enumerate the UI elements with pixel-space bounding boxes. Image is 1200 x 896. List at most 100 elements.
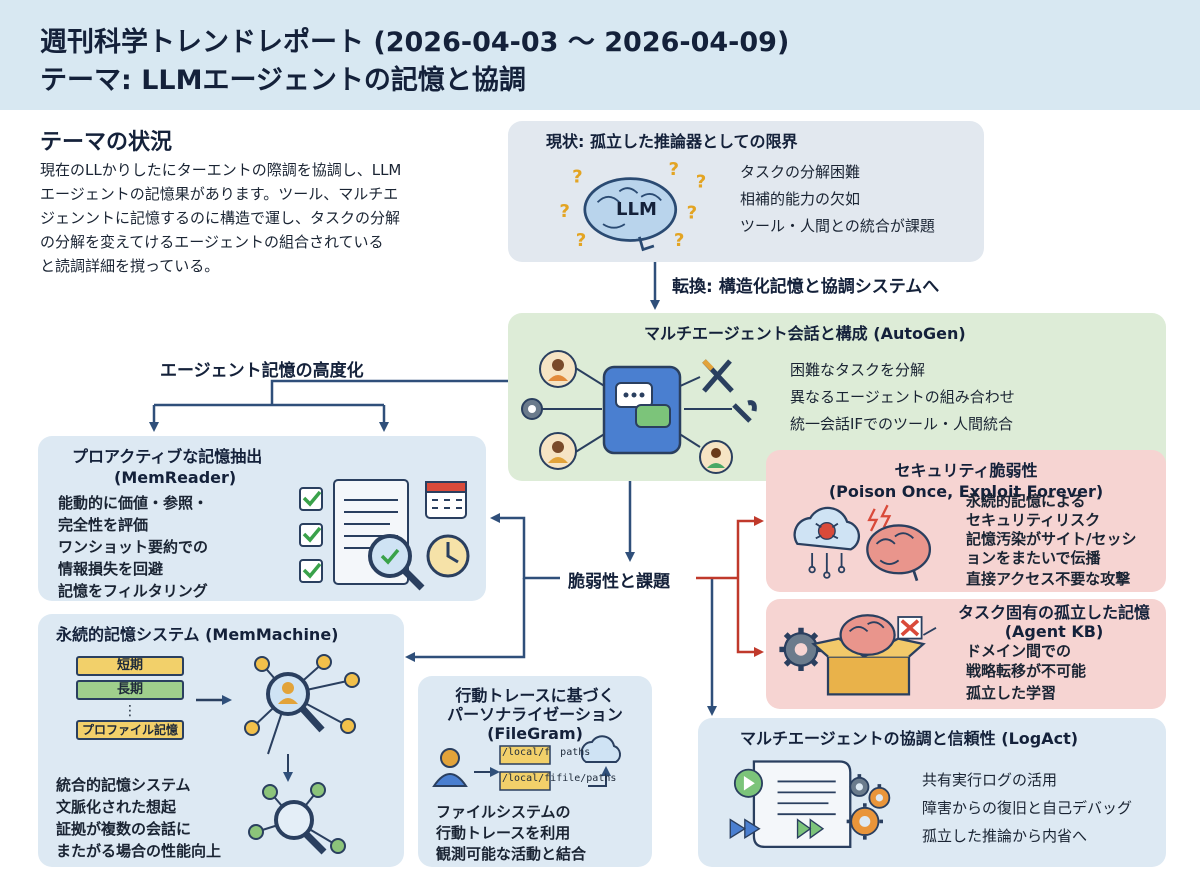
- stack-profile: プロファイル記憶: [76, 720, 184, 740]
- memory-stack: 短期 長期 ⋮ プロファイル記憶: [76, 656, 184, 740]
- stack-long-term: 長期: [76, 680, 184, 700]
- memreader-item: ワンショット要約での: [58, 538, 209, 556]
- agentkb-header: タスク固有の孤立した記憶 (Agent KB): [954, 603, 1154, 641]
- memmachine-item: 証拠が複数の会話に: [56, 820, 192, 838]
- stack-short-term: 短期: [76, 656, 184, 676]
- autogen-item: 困難なタスクを分解: [790, 361, 926, 379]
- filegram-item: 観測可能な活動と結合: [436, 845, 587, 863]
- brain-icon: ??? ????: [559, 159, 707, 252]
- security-list: 永続的記憶による セキュリティリスク 記憶汚染がサイト/セッシ ョンをまたいで伝…: [966, 492, 1136, 590]
- svg-text:?: ?: [576, 230, 587, 251]
- current-state-box: 現状: 孤立した推論器としての限界 ??? ???? LLM タスクの分解困難 …: [508, 121, 984, 262]
- intro-line: の分解を変えてけるエージェントの組合されている: [40, 233, 384, 251]
- intro-line: 現在のLLかりしたにターエントの際調を協調し、LLM: [40, 161, 402, 179]
- path-2-b: file/paths: [556, 773, 617, 784]
- security-item: セキュリティリスク: [966, 511, 1101, 529]
- document-checklist-icon: [299, 479, 470, 591]
- intro-title: テーマの状況: [40, 130, 173, 155]
- current-item: タスクの分解困難: [740, 163, 861, 181]
- memory-label: エージェント記憶の高度化: [160, 361, 364, 381]
- svg-text:?: ?: [572, 166, 583, 187]
- memmachine-item: 統合的記憶システム: [56, 776, 191, 794]
- svg-text:?: ?: [696, 172, 707, 193]
- memmachine-title: 永続的記憶システム (MemMachine): [56, 625, 339, 644]
- user-file-cloud-icon: [432, 735, 621, 791]
- agentkb-box: タスク固有の孤立した記憶 (Agent KB) ドメイン間での 戦略転移が不可能…: [766, 599, 1166, 709]
- brain-label: LLM: [616, 199, 657, 220]
- agentkb-item: 孤立した学習: [966, 684, 1057, 702]
- logact-box: マルチエージェントの協調と信頼性 (LogAct) 共有実行ログの活用 障害から…: [698, 718, 1166, 867]
- line-autogen-to-memory: [270, 379, 508, 405]
- security-item: 記憶汚染がサイト/セッシ: [966, 530, 1137, 548]
- memreader-box: プロアクティブな記憶抽出 (MemReader) 能動的に価値・参照・ 完全性を…: [38, 436, 486, 601]
- security-box: セキュリティ脆弱性 (Poison Once, Exploit Forever)…: [766, 450, 1166, 592]
- current-item: 相補的能力の欠如: [740, 190, 861, 208]
- path-1-b: paths: [560, 747, 591, 758]
- gear-brain-box-icon: [779, 614, 937, 696]
- memreader-item: 完全性を評価: [58, 516, 149, 534]
- current-state-list: タスクの分解困難 相補的能力の欠如 ツール・人間との統合が課題: [740, 159, 935, 240]
- svg-text:?: ?: [674, 230, 685, 251]
- svg-text:?: ?: [668, 159, 679, 180]
- memreader-item: 記憶をフィルタリング: [58, 582, 208, 600]
- logact-list: 共有実行ログの活用 障害からの復旧と自己デバッグ 孤立した推論から内省へ: [922, 766, 1132, 850]
- filegram-list: ファイルシステムの 行動トレースを利用 観測可能な活動と結合: [436, 802, 586, 865]
- memreader-title: プロアクティブな記憶抽出: [72, 447, 263, 466]
- svg-text:?: ?: [559, 201, 570, 222]
- filegram-title: 行動トレースに基づく: [455, 686, 615, 705]
- memreader-subtitle: (MemReader): [114, 468, 237, 487]
- memreader-item: 情報損失を回避: [58, 560, 164, 578]
- memmachine-list: 統合的記憶システム 文脈化された想起 証拠が複数の会話に またがる場合の性能向上: [56, 774, 221, 862]
- page-title: 週刊科学トレンドレポート (2026-04-03 ～ 2026-04-09): [40, 27, 790, 58]
- intro-line: エージェントの記憶果があります。ツール、マルチエ: [40, 185, 399, 203]
- agentkb-title: タスク固有の孤立した記憶: [957, 603, 1150, 622]
- arrow-vuln-to-memreader: [490, 513, 560, 580]
- intro-line: と読調詳細を撹っている。: [40, 257, 220, 275]
- intro-text: 現在のLLかりしたにターエントの際調を協調し、LLM エージェントの記憶果があり…: [40, 158, 470, 278]
- filegram-subtitle: (FileGram): [487, 724, 583, 743]
- agentkb-item: ドメイン間での: [966, 642, 1072, 660]
- memreader-item: 能動的に価値・参照・: [58, 494, 209, 512]
- memory-network-icon: [196, 654, 360, 855]
- autogen-item: 異なるエージェントの組み合わせ: [790, 388, 1015, 406]
- current-state-title: 現状: 孤立した推論器としての限界: [546, 132, 798, 151]
- page-subtitle: テーマ: LLMエージェントの記憶と協調: [40, 65, 526, 96]
- path-2-a: /local/fi: [502, 773, 557, 784]
- agentkb-list: ドメイン間での 戦略転移が不可能 孤立した学習: [966, 641, 1086, 705]
- vulnerability-label: 脆弱性と課題: [568, 572, 670, 592]
- security-item: ョンをまたいで伝播: [966, 549, 1101, 567]
- intro-line: ジェンントに記憶するのに構造で運し、タスクの分解: [40, 209, 401, 227]
- autogen-title: マルチエージェント会話と構成 (AutoGen): [644, 324, 966, 343]
- svg-text:?: ?: [687, 203, 698, 224]
- filegram-item: 行動トレースを利用: [436, 824, 571, 842]
- logact-item: 孤立した推論から内省へ: [922, 827, 1088, 845]
- memmachine-item: またがる場合の性能向上: [56, 842, 222, 860]
- header: 週刊科学トレンドレポート (2026-04-03 ～ 2026-04-09) テ…: [0, 0, 1200, 110]
- filegram-item: ファイルシステムの: [436, 803, 571, 821]
- memmachine-item: 文脈化された想起: [56, 798, 177, 816]
- stack-ellipsis: ⋮: [123, 703, 137, 719]
- log-gears-icon: [729, 760, 891, 849]
- security-subtitle: (Poison Once, Exploit Forever): [828, 482, 1104, 501]
- security-title: セキュリティ脆弱性: [894, 461, 1038, 480]
- path-label-1: /local/f paths: [502, 747, 590, 759]
- memreader-list: 能動的に価値・参照・ 完全性を評価 ワンショット要約での 情報損失を回避 記憶を…: [58, 492, 208, 602]
- path-label-2: /local/fifile/paths: [502, 773, 616, 785]
- memmachine-box: 永続的記憶システム (MemMachine) 短期 長期 ⋮ プロファイル記憶 …: [38, 614, 404, 867]
- cloud-bug-brain-icon: [793, 504, 932, 582]
- logact-item: 共有実行ログの活用: [922, 771, 1058, 789]
- logact-title: マルチエージェントの協調と信頼性 (LogAct): [740, 729, 1079, 748]
- arrow-vuln-to-security: [736, 516, 764, 578]
- agentkb-item: 戦略転移が不可能: [966, 662, 1087, 680]
- arrow-vuln-to-agentkb: [736, 578, 764, 657]
- filegram-box: 行動トレースに基づく パーソナライゼーション (FileGram) /local…: [418, 676, 652, 867]
- logact-item: 障害からの復旧と自己デバッグ: [922, 799, 1133, 817]
- security-item: 直接アクセス不要な攻撃: [966, 570, 1131, 588]
- autogen-item: 統一会話IFでのツール・人間統合: [790, 415, 1014, 433]
- filegram-title-2: パーソナライゼーション: [447, 705, 623, 724]
- current-item: ツール・人間との統合が課題: [740, 217, 935, 235]
- agentkb-subtitle: (Agent KB): [1004, 622, 1104, 641]
- transition-label: 転換: 構造化記憶と協調システムへ: [672, 277, 940, 297]
- autogen-list: 困難なタスクを分解 異なるエージェントの組み合わせ 統一会話IFでのツール・人間…: [790, 357, 1015, 438]
- path-1-a: /local/f: [502, 747, 551, 758]
